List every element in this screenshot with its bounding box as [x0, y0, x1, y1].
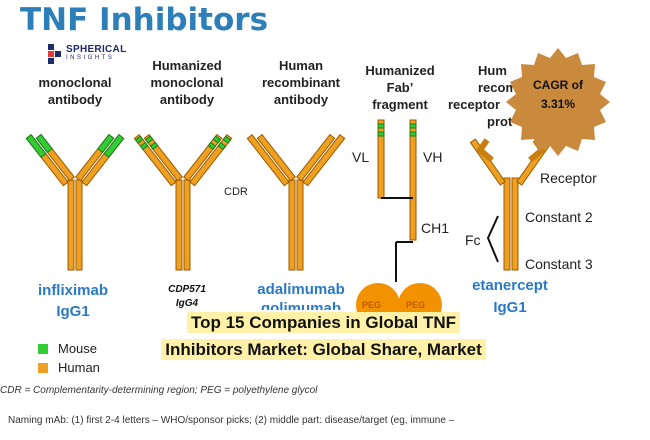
drug-etanercept: etanercept — [472, 277, 548, 294]
antibody-2-header: Humanized monoclonal antibody — [132, 57, 242, 108]
antibody-5-header-b: receptor — [448, 96, 508, 113]
antibody-3-label2: recombinant — [261, 75, 340, 90]
fc-label: Fc — [465, 232, 481, 248]
legend-mouse: Mouse — [38, 341, 100, 356]
receptor-label: Receptor — [540, 170, 597, 186]
antibody-1-header: monoclonal antibody — [20, 74, 130, 108]
antibody-2-label3: antibody — [159, 92, 215, 107]
antibody-5-label4: prot — [487, 114, 513, 129]
page-title: TNF Inhibitors — [20, 2, 269, 38]
antibody-2-label1: Humanized — [152, 58, 222, 73]
fc-bracket — [486, 215, 499, 263]
antibody-2-label2: monoclonal — [150, 75, 224, 90]
legend-human-swatch-icon — [38, 362, 48, 373]
abbreviation-caption: CDR = Complementarity-determining region… — [0, 385, 318, 396]
cagr-badge-text: CAGR of 3.31% — [516, 76, 600, 114]
cdr-label: CDR — [224, 186, 248, 198]
cagr-line2: 3.31% — [540, 97, 576, 111]
antibody-1-label2: monoclonal — [38, 75, 112, 90]
antibody-2-structure — [133, 133, 233, 271]
cagr-line1: CAGR of — [533, 78, 583, 92]
logo-line2: INSIGHTS — [66, 55, 115, 61]
drug-cdp571: CDP571 — [168, 284, 206, 295]
antibody-5-header-a: Hum recom — [478, 62, 538, 96]
fab-connector-lines — [381, 197, 413, 282]
legend-mouse-label: Mouse — [58, 341, 98, 356]
antibody-5-label3: receptor — [448, 97, 501, 112]
vh-label: VH — [423, 149, 443, 165]
antibody-5-label2: recom — [478, 80, 518, 95]
antibody-4-header: Humanized Fab’ fragment — [345, 62, 455, 113]
antibody-1-label3: antibody — [47, 92, 103, 107]
constant3-label: Constant 3 — [525, 256, 593, 272]
legend-human: Human — [38, 360, 100, 375]
antibody-1-structure — [25, 133, 125, 271]
antibody-5-header-c: prot — [487, 113, 527, 130]
antibody-4-structure — [377, 119, 417, 241]
spherical-insights-logo: SPHERICAL INSIGHTS — [48, 44, 126, 64]
logo-line1: SPHERICAL — [66, 44, 127, 55]
drug-adalimumab: adalimumab — [257, 281, 345, 298]
receptor-arms — [475, 138, 547, 163]
cagr-badge-shape — [506, 48, 610, 156]
peg-label-1: PEG — [362, 300, 382, 310]
antibody-3-structure — [246, 133, 346, 271]
drug-cdp571-subtype: IgG4 — [175, 298, 199, 309]
naming-description: Naming mAb: (1) first 2-4 letters – WHO/… — [8, 415, 455, 426]
headline-banner: Top 15 Companies in Global TNF Inhibitor… — [151, 309, 496, 363]
vl-label: VL — [352, 149, 370, 165]
drug-golimumab: golimumab — [260, 300, 341, 310]
antibody-4-label2: Fab’ — [386, 80, 414, 95]
logo-mark-icon — [48, 44, 61, 64]
antibody-3-label1: Human — [278, 58, 324, 73]
antibody-4-label1: Humanized — [365, 63, 435, 78]
legend: Mouse Human — [38, 341, 100, 375]
constant2-label: Constant 2 — [525, 209, 593, 225]
peg-label-2: PEG — [406, 300, 426, 310]
antibody-5-structure — [469, 138, 553, 271]
antibody-4-label3: fragment — [372, 97, 428, 112]
drug-infliximab-subtype: IgG1 — [56, 303, 90, 320]
legend-human-label: Human — [58, 360, 100, 375]
drug-etanercept-subtype: IgG1 — [493, 299, 527, 316]
legend-mouse-swatch-icon — [38, 343, 48, 354]
antibody-3-label3: antibody — [273, 92, 329, 107]
drug-infliximab: infliximab — [37, 282, 108, 299]
antibody-5-label1: Hum — [478, 63, 507, 78]
antibody-3-header: Human recombinant antibody — [246, 57, 356, 108]
ch1-label: CH1 — [421, 220, 450, 236]
headline-text: Top 15 Companies in Global TNF Inhibitor… — [161, 312, 486, 360]
